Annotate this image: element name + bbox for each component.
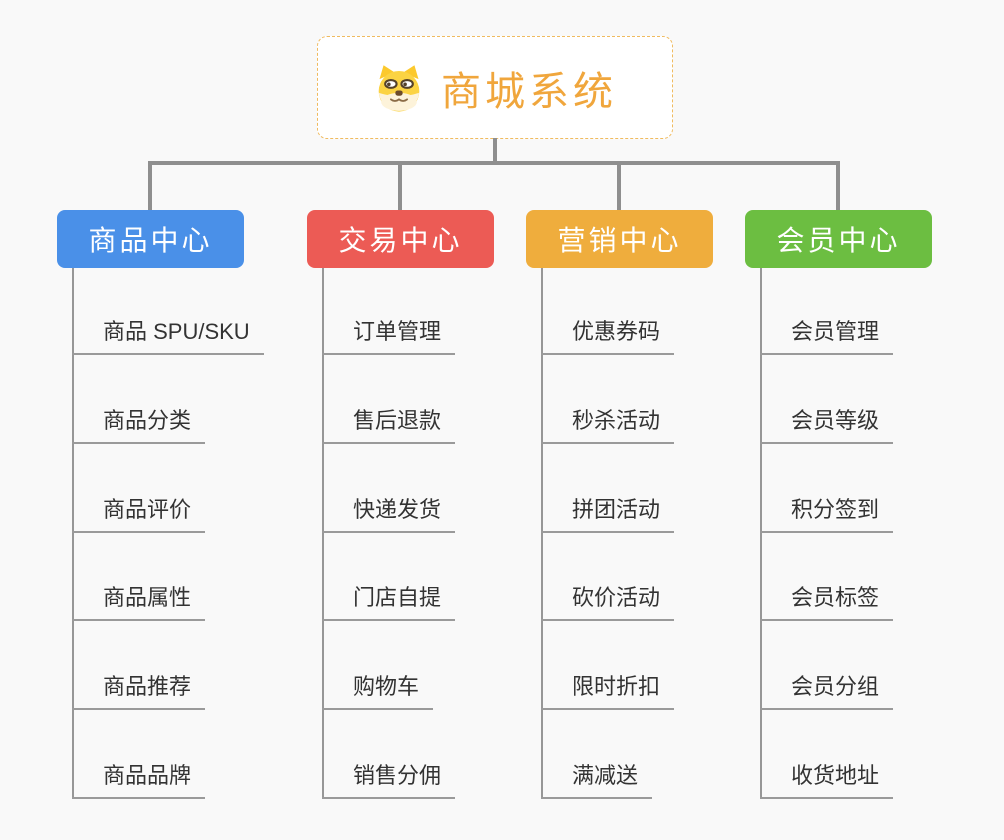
- branch-header-trade-center[interactable]: 交易中心: [307, 210, 494, 268]
- leaf-item[interactable]: 收货地址: [760, 761, 894, 799]
- leaf-item[interactable]: 售后退款: [322, 406, 456, 444]
- leaf-item[interactable]: 商品属性: [72, 583, 206, 621]
- leaf-item[interactable]: 会员分组: [760, 672, 894, 710]
- leaf-item[interactable]: 订单管理: [322, 317, 456, 355]
- leaf-item[interactable]: 限时折扣: [541, 672, 675, 710]
- root-node[interactable]: 商城系统: [317, 36, 673, 139]
- branch-trunk-line: [760, 268, 762, 799]
- branch-header-marketing-center[interactable]: 营销中心: [526, 210, 713, 268]
- branch-marketing-center: 营销中心 优惠券码 秒杀活动 拼团活动 砍价活动 限时折扣 满减送: [526, 210, 781, 820]
- leaf-item[interactable]: 会员标签: [760, 583, 894, 621]
- branch-product-center: 商品中心 商品 SPU/SKU 商品分类 商品评价 商品属性 商品推荐 商品品牌: [57, 210, 312, 820]
- leaf-item[interactable]: 商品分类: [72, 406, 206, 444]
- branch-trunk-line: [541, 268, 543, 799]
- doge-icon: [378, 64, 420, 112]
- root-connector: [493, 138, 497, 163]
- leaf-item[interactable]: 快递发货: [322, 495, 456, 533]
- connector-stub-trade: [398, 163, 402, 210]
- leaf-item[interactable]: 会员等级: [760, 406, 894, 444]
- leaf-item[interactable]: 门店自提: [322, 583, 456, 621]
- connector-stub-member: [836, 163, 840, 210]
- leaf-item[interactable]: 购物车: [322, 672, 434, 710]
- branch-trunk-line: [72, 268, 74, 799]
- leaf-item[interactable]: 商品评价: [72, 495, 206, 533]
- branch-header-product-center[interactable]: 商品中心: [57, 210, 244, 268]
- leaf-item[interactable]: 商品品牌: [72, 761, 206, 799]
- branch-header-member-center[interactable]: 会员中心: [745, 210, 932, 268]
- leaf-item[interactable]: 销售分佣: [322, 761, 456, 799]
- leaf-item[interactable]: 满减送: [541, 761, 653, 799]
- connector-stub-marketing: [617, 163, 621, 210]
- leaf-item[interactable]: 会员管理: [760, 317, 894, 355]
- branch-member-center: 会员中心 会员管理 会员等级 积分签到 会员标签 会员分组 收货地址: [745, 210, 1000, 820]
- leaf-item[interactable]: 优惠券码: [541, 317, 675, 355]
- root-label: 商城系统: [441, 69, 617, 114]
- leaf-item[interactable]: 商品 SPU/SKU: [72, 317, 264, 355]
- leaf-item[interactable]: 砍价活动: [541, 583, 675, 621]
- branch-trunk-line: [322, 268, 324, 799]
- leaf-item[interactable]: 积分签到: [760, 495, 894, 533]
- connector-rail: [148, 161, 840, 165]
- branch-trade-center: 交易中心 订单管理 售后退款 快递发货 门店自提 购物车 销售分佣: [307, 210, 562, 820]
- connector-stub-product: [148, 163, 152, 210]
- leaf-item[interactable]: 拼团活动: [541, 495, 675, 533]
- leaf-item[interactable]: 秒杀活动: [541, 406, 675, 444]
- leaf-item[interactable]: 商品推荐: [72, 672, 206, 710]
